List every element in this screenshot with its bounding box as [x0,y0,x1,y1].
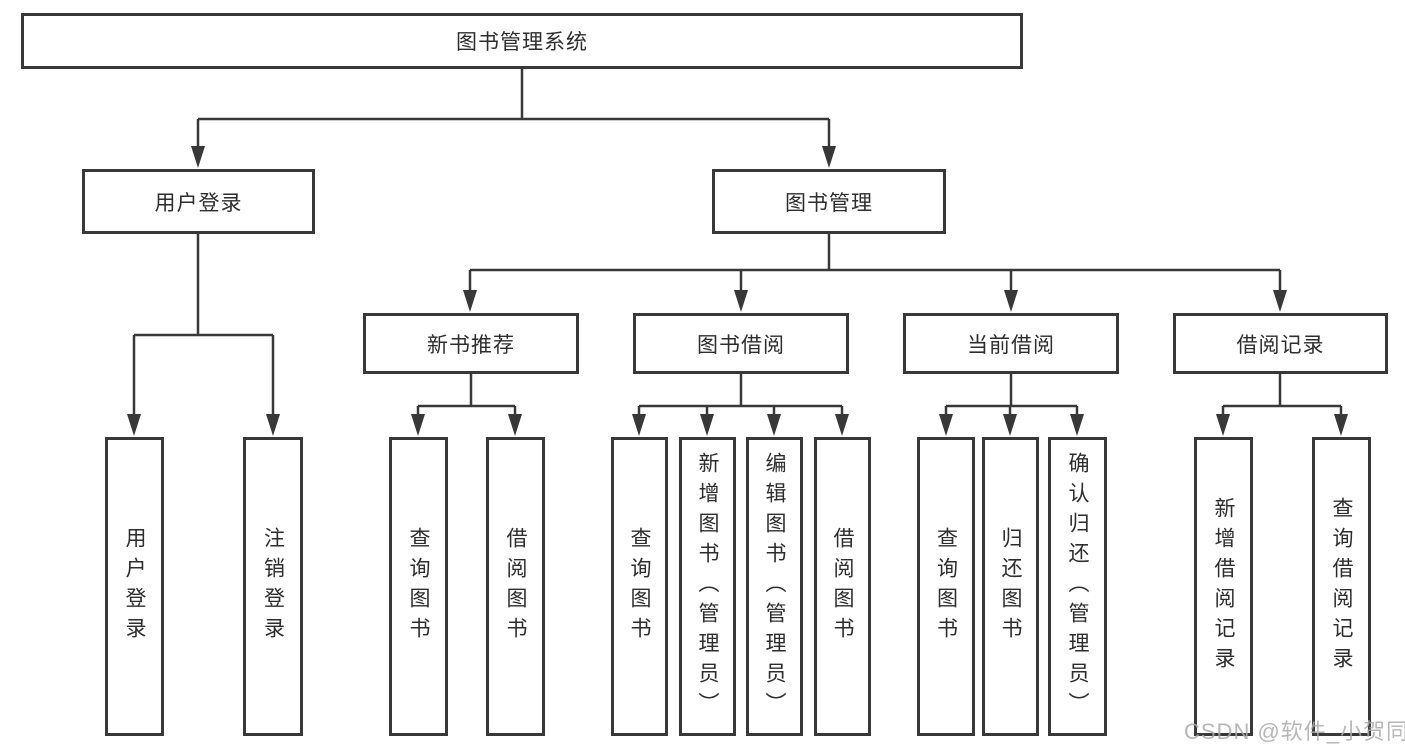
leaf-label: 归还图书 [999,526,1022,647]
node-book-management: 图书管理 [712,169,946,234]
node-borrowing-records: 借阅记录 [1173,313,1388,374]
leaf-return-books: 归还图书 [982,437,1039,736]
leaf-label: 新增借阅记录 [1212,496,1235,677]
leaf-borrow-books-2: 借阅图书 [814,437,871,736]
leaf-label: 查询图书 [628,526,651,647]
node-library-management-system: 图书管理系统 [21,13,1023,69]
node-label: 新书推荐 [427,333,515,357]
leaf-query-books-3: 查询图书 [917,437,975,736]
leaf-query-books-2: 查询图书 [611,437,668,736]
node-current-borrowing: 当前借阅 [903,313,1119,374]
leaf-borrow-books: 借阅图书 [486,437,545,736]
leaf-add-book-admin: 新增图书（管理员） [679,437,736,736]
node-label: 图书管理 [785,191,873,215]
leaf-label: 借阅图书 [831,526,854,647]
leaf-edit-book-admin: 编辑图书（管理员） [746,437,803,736]
leaf-label: 新增图书（管理员） [696,451,719,722]
leaf-user-login: 用户登录 [105,437,164,736]
leaf-label: 查询图书 [407,526,430,647]
leaf-label: 用户登录 [123,526,146,647]
leaf-query-books: 查询图书 [389,437,448,736]
leaf-confirm-return-admin: 确认归还（管理员） [1048,437,1107,736]
node-label: 借阅记录 [1236,333,1325,357]
node-user-login: 用户登录 [82,169,315,234]
leaf-query-borrow-record: 查询借阅记录 [1312,437,1371,736]
leaf-label: 编辑图书（管理员） [763,451,786,722]
node-new-book-recommendation: 新书推荐 [363,313,579,374]
node-label: 当前借阅 [967,333,1055,357]
watermark-text: CSDN @软件_小贺同学 [1184,719,1405,744]
tree-edges [132,68,1343,422]
leaf-label: 查询借阅记录 [1330,496,1353,677]
node-label: 图书管理系统 [456,31,588,54]
node-book-borrowing: 图书借阅 [633,313,849,374]
node-label: 图书借阅 [697,333,785,357]
leaf-label: 注销登录 [261,526,285,647]
leaf-logout: 注销登录 [243,437,303,736]
leaf-label: 借阅图书 [504,526,527,647]
node-label: 用户登录 [154,191,243,215]
leaf-label: 确认归还（管理员） [1066,451,1089,722]
leaf-label: 查询图书 [934,526,958,647]
leaf-add-borrow-record: 新增借阅记录 [1194,437,1253,736]
